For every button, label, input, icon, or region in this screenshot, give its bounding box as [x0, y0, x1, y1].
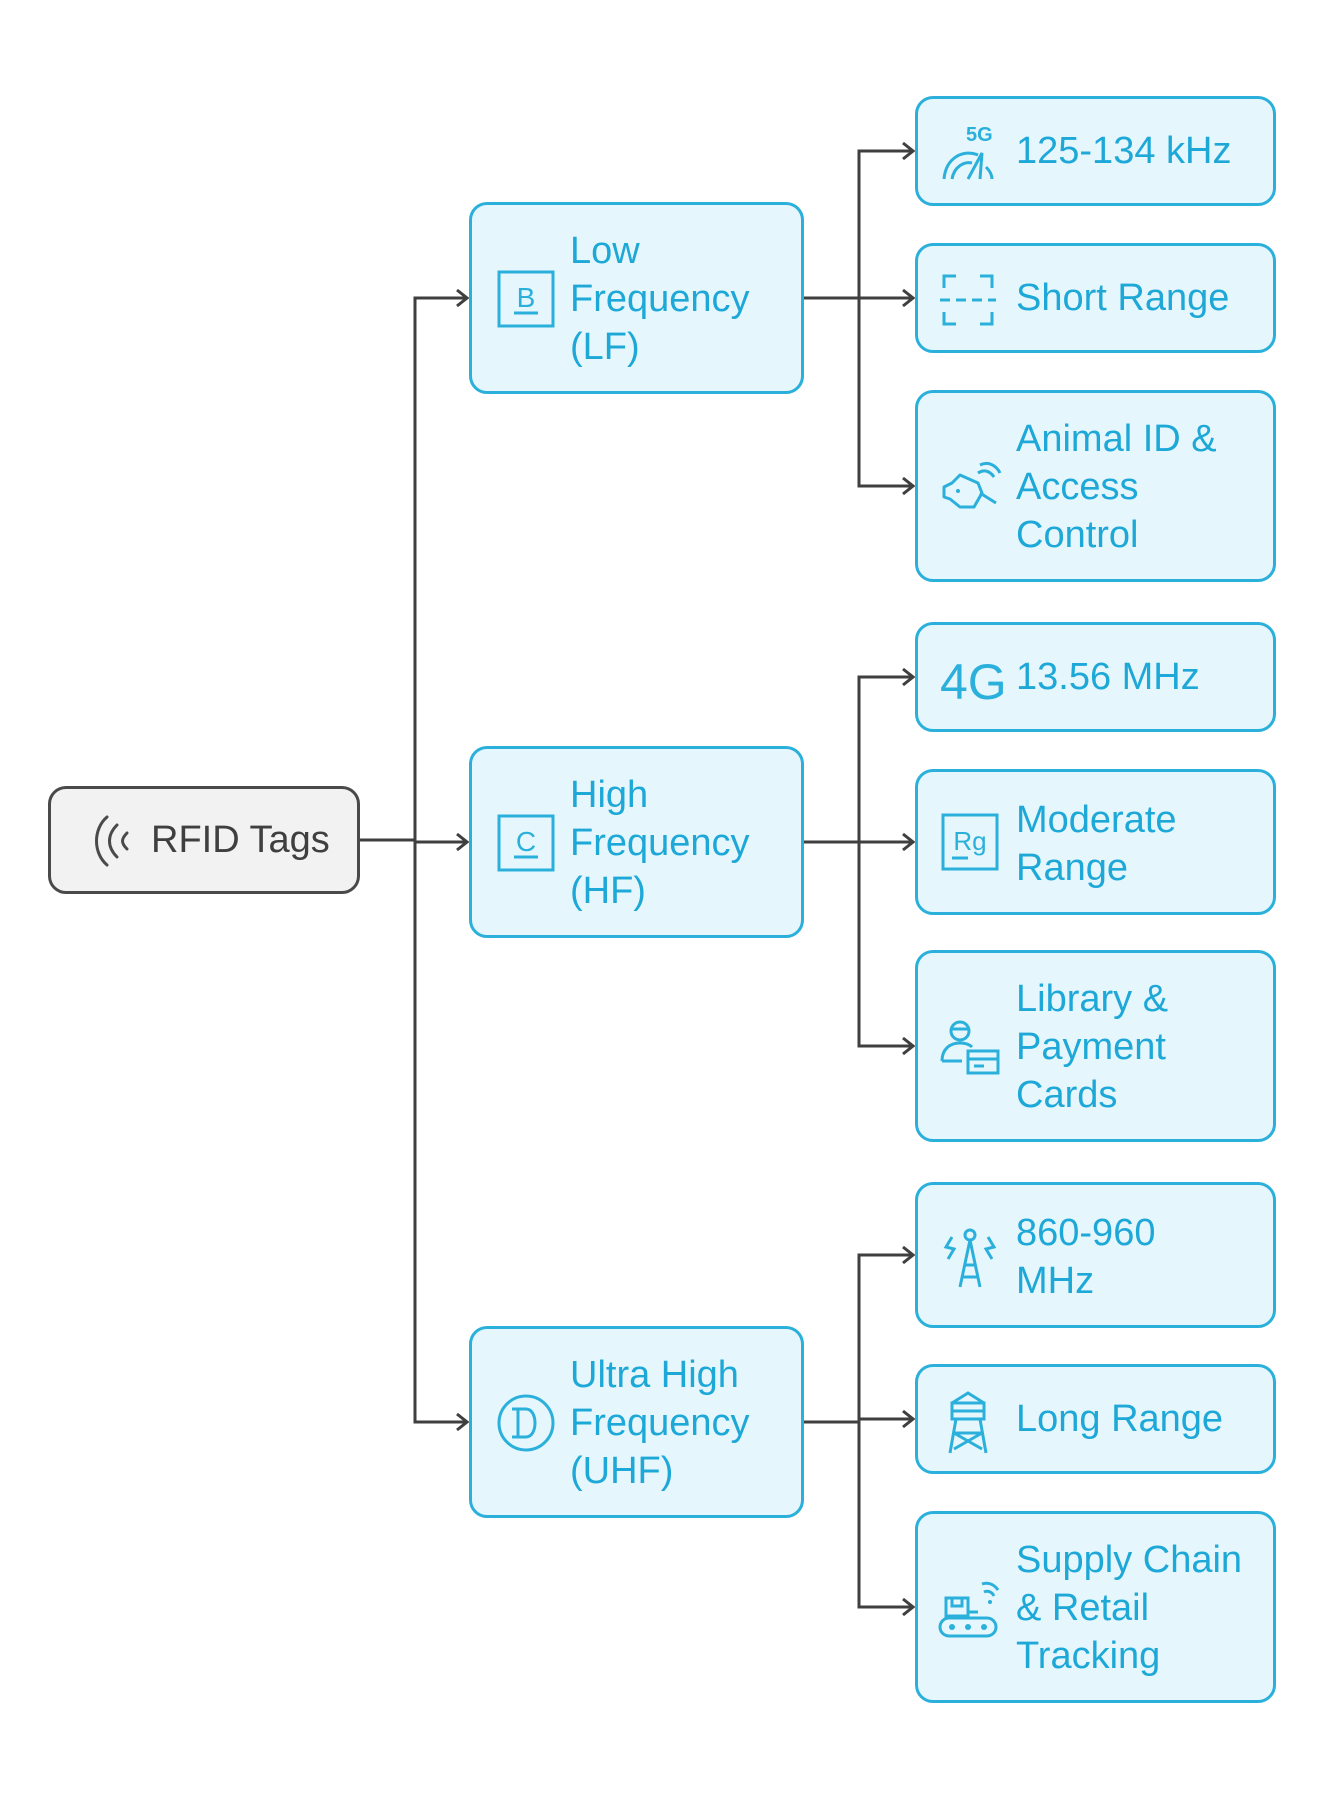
leaf-label: Long Range: [1016, 1398, 1224, 1440]
branch-label: Ultra High Frequency (UHF): [570, 1354, 750, 1492]
leaf-label: Animal ID & Access Control: [1016, 418, 1217, 556]
branch-node-ultra-high-frequency: Ultra High Frequency (UHF): [469, 1326, 804, 1518]
connector-root-to-branch-2: [360, 838, 467, 1422]
conveyor-wifi-icon: [938, 1581, 1000, 1638]
connector-branch-1-to-leaf-2: [804, 840, 913, 1046]
leaf-label: Short Range: [1016, 277, 1230, 319]
connector-branch-1-to-leaf-0: [804, 677, 913, 844]
pig-tag-icon: [942, 461, 1002, 509]
leaf-node-moderate-range: Rg Moderate Range: [915, 769, 1276, 915]
connector-root-to-branch-0: [360, 298, 467, 842]
leaf-label: Supply Chain & Retail Tracking: [1016, 1539, 1243, 1677]
svg-text:B: B: [517, 282, 536, 313]
leaf-label: 13.56 MHz: [1016, 656, 1200, 698]
svg-text:C: C: [516, 826, 536, 857]
leaf-label: 125-134 kHz: [1016, 130, 1232, 172]
leaf-node-supply-chain: Supply Chain & Retail Tracking: [915, 1511, 1276, 1703]
branch-node-high-frequency: C High Frequency (HF): [469, 746, 804, 938]
connector-branch-0-to-leaf-2: [804, 296, 913, 486]
leaf-node-animal-id: Animal ID & Access Control: [915, 390, 1276, 582]
svg-text:5G: 5G: [966, 124, 993, 146]
leaf-node-860-960-mhz: 860-960 MHz: [915, 1182, 1276, 1328]
4g-icon: 4G: [940, 654, 1004, 705]
leaf-label: 860-960 MHz: [1016, 1212, 1156, 1302]
leaf-label: Library & Payment Cards: [1016, 978, 1169, 1116]
water-tower-icon: [948, 1391, 988, 1454]
letter-c-icon: C: [497, 814, 555, 872]
leaf-node-library-payment: Library & Payment Cards: [915, 950, 1276, 1142]
branch-label: High Frequency (HF): [570, 774, 750, 912]
letter-d-circle-icon: [497, 1394, 555, 1452]
letter-b-icon: B: [497, 270, 555, 328]
leaf-node-short-range: Short Range: [915, 243, 1276, 353]
branch-label: Low Frequency (LF): [570, 230, 750, 368]
leaf-node-13-56-mhz: 4G 13.56 MHz: [915, 622, 1276, 732]
leaf-label: Moderate Range: [1016, 799, 1177, 889]
5g-speedometer-icon: 5G: [942, 124, 994, 180]
svg-text:4G: 4G: [940, 654, 1004, 705]
leaf-node-long-range: Long Range: [915, 1364, 1276, 1474]
rg-box-icon: Rg: [941, 813, 999, 871]
radio-tower-icon: [943, 1228, 997, 1288]
scan-frame-icon: [940, 274, 996, 326]
person-card-icon: [940, 1020, 1000, 1075]
connector-branch-2-to-leaf-0: [804, 1255, 913, 1424]
svg-text:Rg: Rg: [953, 826, 986, 856]
root-label: RFID Tags: [151, 819, 330, 861]
connector-branch-0-to-leaf-0: [804, 151, 913, 300]
leaf-node-125-134-khz: 5G 125-134 kHz: [915, 96, 1276, 206]
rfid-signal-icon: [95, 815, 129, 867]
branch-node-low-frequency: B Low Frequency (LF): [469, 202, 804, 394]
root-node-rfid-tags: RFID Tags: [48, 786, 360, 894]
connector-branch-2-to-leaf-2: [804, 1420, 913, 1607]
